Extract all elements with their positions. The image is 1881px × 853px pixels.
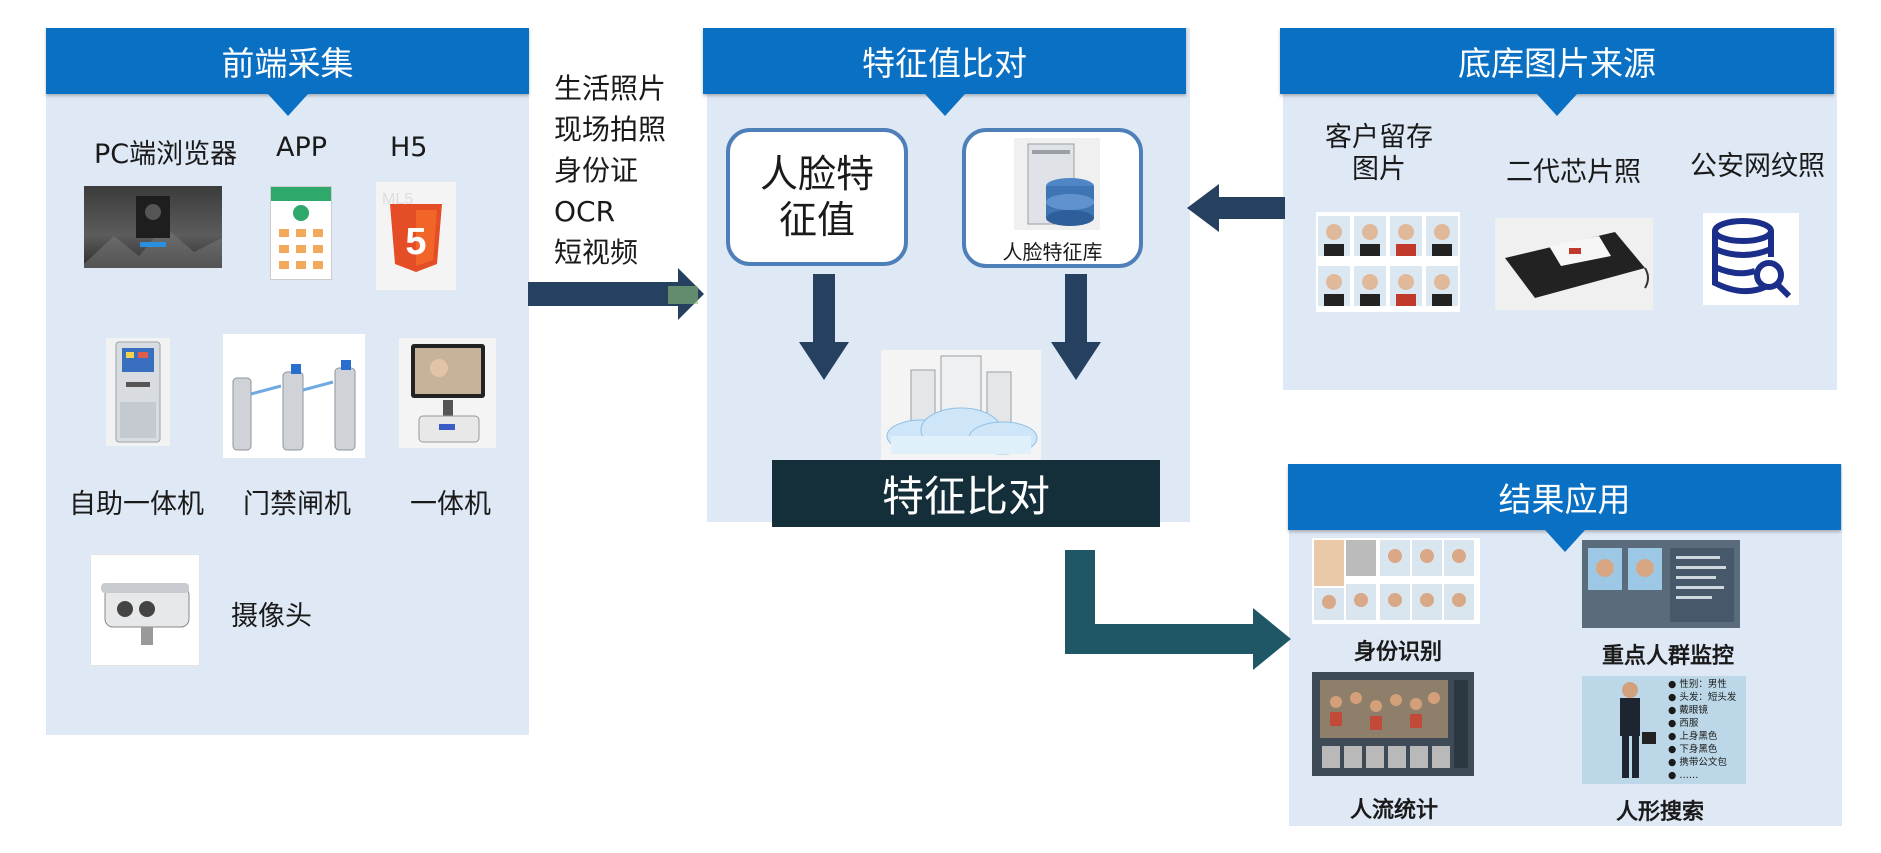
card-reader-icon — [1505, 232, 1649, 298]
server-database-icon — [1014, 138, 1100, 230]
frontend-header: 前端采集 — [46, 28, 529, 116]
pc-browser-image — [84, 186, 222, 268]
face-db-box: 人脸特征库 — [962, 128, 1143, 268]
svg-text:ML5: ML5 — [382, 191, 413, 208]
source-to-compare-arrow — [1187, 184, 1285, 232]
compare-to-results-arrow — [1065, 550, 1291, 670]
camera-image — [90, 554, 200, 666]
database-search-icon — [1712, 218, 1792, 299]
person-attribute: ● 携带公文包 — [1668, 757, 1727, 768]
customer-photos-label: 客户留存 图片 — [1325, 122, 1433, 185]
person-attribute: ● 头发：短头发 — [1668, 692, 1737, 703]
pos-terminal-image — [399, 338, 496, 448]
camera-label: 摄像头 — [231, 601, 312, 632]
person-attribute: ● 西服 — [1668, 718, 1699, 729]
identity-recognition-image — [1312, 538, 1480, 624]
cloud-server-image — [881, 350, 1041, 460]
person-attribute: ● 戴眼镜 — [1668, 705, 1708, 716]
comparison-header: 特征值比对 — [703, 28, 1186, 116]
input-type-item: 生活照片 — [554, 72, 667, 105]
id-photo-grid-icon — [1318, 216, 1458, 306]
results-header: 结果应用 — [1288, 464, 1841, 552]
face-db-label: 人脸特征库 — [1002, 240, 1103, 264]
people-counting-label: 人流统计 — [1350, 798, 1439, 823]
person-attribute: ● 上身黑色 — [1668, 731, 1718, 742]
face-feature-box: 人脸特 征值 — [726, 128, 908, 266]
frontend-title: 前端采集 — [221, 44, 354, 83]
person-search-icon — [1620, 682, 1656, 778]
turnstile-label: 门禁闸机 — [243, 489, 351, 520]
database-search-image — [1703, 213, 1799, 305]
source-header: 底库图片来源 — [1280, 28, 1834, 116]
database-down-arrow — [1051, 274, 1101, 380]
kiosk-image — [106, 338, 170, 446]
app-image — [270, 186, 332, 280]
comparison-title: 特征值比对 — [862, 44, 1027, 83]
input-type-item: 现场拍照 — [554, 113, 667, 146]
crowd-statistics-icon — [1320, 680, 1468, 768]
kiosk-label: 自助一体机 — [69, 489, 204, 520]
input-type-item: 短视频 — [554, 236, 639, 269]
app-label: APP — [276, 132, 328, 163]
person-attributes-list: ● 性别：男性 ● 头发：短头发 ● 戴眼镜 ● 西服 ● 上身黑色 ● 下身黑… — [1668, 678, 1736, 782]
monitoring-screen-icon — [1588, 548, 1734, 622]
face-grid-icon — [1314, 540, 1474, 620]
crowd-monitoring-label: 重点人群监控 — [1602, 644, 1735, 669]
comparison-header-pointer — [924, 94, 965, 116]
customer-photos-image — [1316, 212, 1460, 312]
feature-down-arrow — [799, 274, 849, 380]
source-title: 底库图片来源 — [1458, 44, 1656, 83]
person-search-label: 人形搜索 — [1616, 800, 1705, 825]
pc-browser-label: PC端浏览器 — [94, 139, 238, 170]
person-attribute: ● …… — [1668, 770, 1699, 781]
source-header-pointer — [1537, 94, 1577, 116]
pc-browser-graphic — [84, 196, 222, 268]
feature-compare-bar: 特征比对 — [772, 460, 1160, 527]
h5-image: ML5 5 — [376, 182, 456, 290]
h5-label: H5 — [390, 132, 428, 163]
crowd-monitoring-image — [1582, 540, 1740, 628]
identity-recognition-label: 身份识别 — [1354, 640, 1443, 665]
turnstile-image — [223, 334, 365, 458]
turnstile-graphic — [232, 360, 356, 451]
pos-terminal-graphic — [411, 344, 485, 443]
results-title: 结果应用 — [1498, 480, 1631, 519]
input-type-item: OCR — [554, 195, 616, 228]
security-camera-icon — [101, 583, 190, 645]
html5-logo-icon: ML5 5 — [382, 191, 442, 272]
police-photo-label: 公安网纹照 — [1690, 151, 1825, 182]
feature-compare-label: 特征比对 — [881, 472, 1050, 521]
cloud-server-icon — [886, 355, 1038, 455]
input-type-item: 身份证 — [554, 154, 639, 187]
person-attribute: ● 性别：男性 — [1668, 679, 1727, 690]
card-reader-image — [1495, 218, 1653, 310]
person-search-image: ● 性别：男性 ● 头发：短头发 ● 戴眼镜 ● 西服 ● 上身黑色 ● 下身黑… — [1582, 676, 1746, 784]
people-counting-image — [1312, 672, 1474, 776]
app-graphic — [271, 187, 331, 269]
input-types-list: 生活照片 现场拍照 身份证 OCR 短视频 — [554, 68, 666, 273]
pos-terminal-label: 一体机 — [410, 489, 491, 520]
results-header-pointer — [1544, 530, 1585, 552]
chip-photo-label: 二代芯片照 — [1506, 157, 1641, 188]
person-attribute: ● 下身黑色 — [1668, 744, 1718, 755]
kiosk-graphic — [115, 341, 161, 443]
frontend-header-pointer — [267, 94, 308, 116]
html5-logo-text: 5 — [405, 221, 426, 263]
face-feature-label: 人脸特 征值 — [759, 152, 874, 242]
